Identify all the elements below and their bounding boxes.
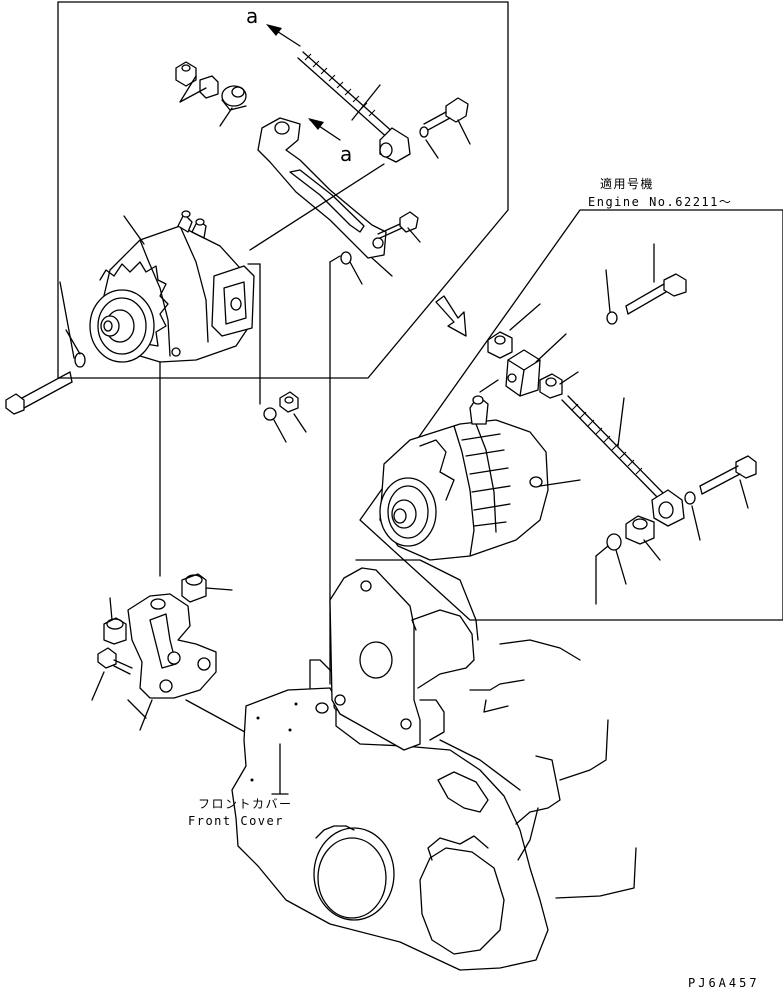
washer-bracket-lower — [340, 251, 393, 285]
front-cover-leader — [271, 743, 289, 795]
nut-right-panel — [487, 331, 513, 359]
bolt-bracket-lower — [377, 211, 421, 243]
adjusting-rod-top — [297, 51, 411, 163]
long-bolt-left — [5, 281, 86, 415]
front-cover — [231, 659, 549, 971]
bolt-lower-left — [91, 647, 133, 701]
alternator-top — [89, 210, 255, 363]
mounting-bracket-lower — [127, 593, 257, 739]
spacer-lower — [181, 573, 233, 603]
engine-gear-case — [329, 559, 637, 899]
washer-nut-mid — [263, 391, 307, 443]
callout-a-mid: a — [340, 142, 353, 166]
applicable-engine-number: Engine No.62211～ — [588, 195, 733, 209]
applicable-heading: 適用号機 — [600, 177, 655, 191]
top-detail-frame — [57, 1, 509, 379]
bolt-right-lower — [684, 455, 757, 541]
nut-washer-top-left — [175, 61, 219, 103]
bushing-lower-left — [103, 597, 127, 645]
view-arrow-top — [266, 24, 301, 47]
view-arrow-mid — [308, 118, 341, 141]
drawing-code: PJ6A457 — [688, 976, 760, 990]
view-arrow-right — [435, 295, 467, 337]
engine-variant-frame — [359, 209, 783, 621]
callout-a-top: a — [246, 4, 259, 28]
bushing-right — [595, 515, 661, 605]
adjusting-bracket-top — [257, 117, 387, 259]
nut-right-mid — [539, 371, 579, 399]
adjust-block-right — [505, 303, 567, 397]
bolt-top-right — [419, 97, 471, 159]
alternator-right — [379, 379, 581, 561]
long-bolt-right-top — [605, 243, 687, 325]
front-cover-en: Front Cover — [188, 814, 284, 828]
front-cover-jp: フロントカバー — [198, 797, 293, 811]
adjusting-rod-right — [561, 395, 685, 527]
bushing-top — [219, 85, 247, 127]
